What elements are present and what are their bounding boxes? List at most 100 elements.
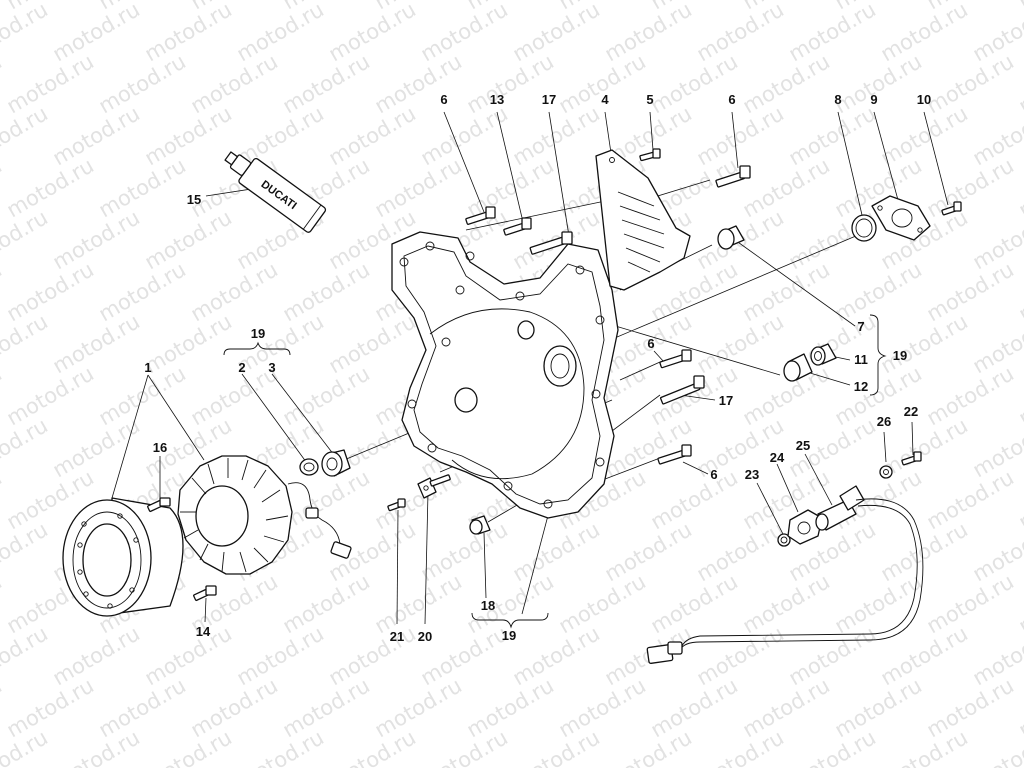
watermark-text: motod.ru — [463, 673, 558, 742]
watermark-text: motod.ru — [463, 49, 558, 118]
watermark-text: motod.ru — [831, 569, 926, 638]
callout-10: 10 — [917, 92, 931, 107]
watermark-text: motod.ru — [463, 153, 558, 222]
watermark-text: motod.ru — [325, 0, 420, 66]
watermark-text: motod.ru — [49, 0, 144, 66]
watermark-text: motod.ru — [3, 49, 98, 118]
watermark-text: motod.ru — [877, 621, 972, 690]
watermark-text: motod.ru — [739, 673, 834, 742]
bearing-3 — [321, 449, 351, 477]
watermark-text: motod.ru — [509, 517, 604, 586]
watermark-text: motod.ru — [0, 257, 6, 326]
watermark-text: motod.ru — [1015, 465, 1024, 534]
callout-6-top-right: 6 — [728, 92, 735, 107]
watermark-text: motod.ru — [417, 725, 512, 768]
watermark-text: motod.ru — [49, 725, 144, 768]
watermark-text: motod.ru — [923, 257, 1018, 326]
watermark-text: motod.ru — [601, 725, 696, 768]
watermark-text: motod.ru — [0, 0, 52, 66]
watermark-text: motod.ru — [601, 517, 696, 586]
watermark-text: motod.ru — [95, 673, 190, 742]
watermark-text: motod.ru — [371, 569, 466, 638]
watermark-text: motod.ru — [417, 101, 512, 170]
watermark-text: motod.ru — [509, 101, 604, 170]
watermark-text: motod.ru — [923, 465, 1018, 534]
watermark-text: motod.ru — [785, 621, 880, 690]
watermark-text: motod.ru — [1015, 361, 1024, 430]
callout-19-right: 19 — [893, 348, 907, 363]
watermark-text: motod.ru — [1015, 49, 1024, 118]
callout-17-middle: 17 — [719, 393, 733, 408]
callout-26: 26 — [877, 414, 891, 429]
bushing-7 — [717, 225, 745, 250]
callout-labels: 1 2 3 4 5 6 6 6 6 7 8 9 10 11 12 13 14 1… — [144, 92, 931, 644]
watermark-text: motod.ru — [325, 101, 420, 170]
callout-25: 25 — [796, 438, 810, 453]
callout-14: 14 — [196, 624, 211, 639]
watermark-text: motod.ru — [923, 153, 1018, 222]
callout-12: 12 — [854, 379, 868, 394]
watermark-text: motod.ru — [0, 309, 52, 378]
watermark-text: motod.ru — [785, 725, 880, 768]
bolt-5 — [639, 148, 661, 162]
watermark-text: motod.ru — [1015, 0, 1024, 14]
watermark-text: motod.ru — [693, 309, 788, 378]
watermark-text: motod.ru — [0, 0, 6, 14]
watermark-text: motod.ru — [693, 517, 788, 586]
bolt-6-lower — [657, 444, 692, 465]
watermark-text: motod.ru — [555, 673, 650, 742]
callout-13: 13 — [490, 92, 504, 107]
watermark-text: motod.ru — [601, 0, 696, 66]
watermark-text: motod.ru — [0, 101, 52, 170]
watermark-text: motod.ru — [417, 517, 512, 586]
watermark-text: motod.ru — [95, 153, 190, 222]
watermark-text: motod.ru — [923, 49, 1018, 118]
circlip-2 — [299, 458, 319, 476]
watermark-text: motod.ru — [0, 673, 6, 742]
callout-20: 20 — [418, 629, 432, 644]
callout-21: 21 — [390, 629, 404, 644]
watermark-text: motod.ru — [417, 0, 512, 66]
watermark-text: motod.ru — [3, 153, 98, 222]
watermark-text: motod.ru — [555, 569, 650, 638]
watermark-text: motod.ru — [3, 257, 98, 326]
watermark-text: motod.ru — [233, 0, 328, 66]
watermark-text: motod.ru — [0, 153, 6, 222]
watermark-text: motod.ru — [785, 0, 880, 66]
watermark-text: motod.ru — [831, 673, 926, 742]
watermark-text: motod.ru — [279, 49, 374, 118]
brace-19-bottom — [471, 612, 549, 629]
watermark-text: motod.ru — [233, 309, 328, 378]
watermark-text: motod.ru — [0, 569, 6, 638]
watermark-text: motod.ru — [923, 569, 1018, 638]
watermark-text: motod.ru — [831, 49, 926, 118]
watermark-text: motod.ru — [325, 309, 420, 378]
callout-8: 8 — [834, 92, 841, 107]
watermark-text: motod.ru — [95, 257, 190, 326]
watermark-text: motod.ru — [0, 465, 6, 534]
flange-9 — [871, 195, 931, 241]
watermark-text: motod.ru — [0, 517, 52, 586]
watermark-text: motod.ru — [141, 725, 236, 768]
watermark-text: motod.ru — [187, 673, 282, 742]
bolt-17-top — [529, 231, 573, 255]
watermark-text: motod.ru — [279, 673, 374, 742]
callout-6-middle: 6 — [647, 336, 654, 351]
watermark-text: motod.ru — [831, 257, 926, 326]
watermark-text: motod.ru — [1015, 153, 1024, 222]
watermark-text: motod.ru — [141, 621, 236, 690]
watermark-text: motod.ru — [509, 621, 604, 690]
watermark-text: motod.ru — [233, 621, 328, 690]
watermark-text: motod.ru — [1015, 673, 1024, 742]
watermark-text: motod.ru — [187, 257, 282, 326]
watermark-text: motod.ru — [693, 621, 788, 690]
watermark-text: motod.ru — [49, 101, 144, 170]
watermark-text: motod.ru — [49, 205, 144, 274]
callout-22: 22 — [904, 404, 918, 419]
bolt-6-top-left — [465, 206, 496, 225]
watermark-text: motod.ru — [739, 153, 834, 222]
bolt-13 — [503, 217, 532, 236]
watermark-text: motod.ru — [693, 725, 788, 768]
